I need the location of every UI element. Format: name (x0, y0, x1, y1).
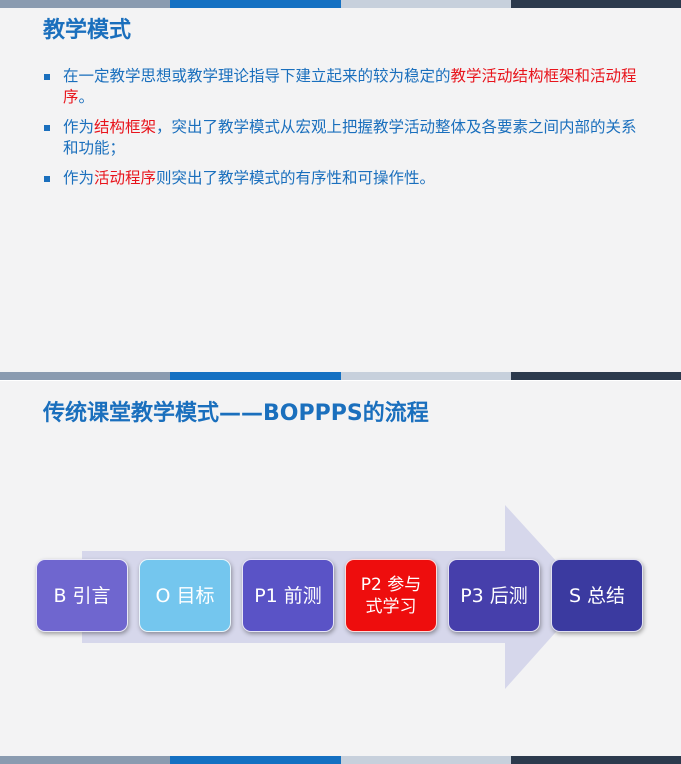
step-label: B 引言 (53, 584, 111, 607)
top-color-stripe (0, 0, 681, 8)
highlight-text: 和活动程序 (63, 67, 637, 106)
bullet-item: 在一定教学思想或教学理论指导下建立起来的较为稳定的教学活动结构框架和活动程序。 (43, 66, 643, 108)
step-label: P1 前测 (254, 584, 322, 607)
highlight-text: 结构框架 (94, 118, 157, 136)
step-p3-posttest: P3 后测 (448, 559, 540, 632)
bullet-item: 作为结构框架，突出了教学模式从宏观上把握教学活动整体及各要素之间内部的关系和功能… (43, 117, 643, 159)
flow-arrow (82, 505, 588, 689)
bottom-color-stripe (0, 372, 681, 380)
step-b-intro: B 引言 (36, 559, 128, 632)
bullet-text: 作为 (63, 118, 95, 136)
step-label: S 总结 (568, 584, 626, 607)
highlight-text: 教学活动结构框架 (450, 67, 575, 85)
slide-title: 传统课堂教学模式——BOPPPS的流程 (43, 401, 429, 426)
bullet-text: ，突出了教学模式从宏观上把握教学活动整体及各要素之间内部的关系和功能； (63, 118, 637, 157)
step-p1-pretest: P1 前测 (242, 559, 334, 632)
bullet-text: 作为 (63, 169, 95, 187)
step-s-summary: S 总结 (551, 559, 643, 632)
step-p2-participatory: P2 参与 式学习 (345, 559, 437, 632)
slide-boppps-flow: 传统课堂教学模式——BOPPPS的流程 B 引言 O 目标 P1 前测 P2 参… (0, 381, 681, 764)
bullet-list: 在一定教学思想或教学理论指导下建立起来的较为稳定的教学活动结构框架和活动程序。作… (43, 66, 643, 198)
bullet-text: 则突出了教学模式的有序性和可操作性。 (156, 169, 436, 187)
arrow-shape (82, 505, 588, 689)
bullet-text: 。 (78, 88, 95, 106)
highlight-text: 活动程序 (94, 169, 157, 187)
step-label: P3 后测 (460, 584, 528, 607)
step-label-line2: 式学习 (365, 596, 417, 617)
step-o-objective: O 目标 (139, 559, 231, 632)
slide-teaching-mode: 教学模式 在一定教学思想或教学理论指导下建立起来的较为稳定的教学活动结构框架和活… (0, 0, 681, 380)
bullet-text: 在一定教学思想或教学理论指导下建立起来的较为稳定的 (63, 67, 451, 85)
slide-title: 教学模式 (43, 18, 132, 43)
bullet-item: 作为活动程序则突出了教学模式的有序性和可操作性。 (43, 168, 643, 189)
step-label-line1: P2 参与 (360, 574, 422, 595)
step-label: O 目标 (155, 584, 215, 607)
bottom-color-stripe (0, 756, 681, 764)
